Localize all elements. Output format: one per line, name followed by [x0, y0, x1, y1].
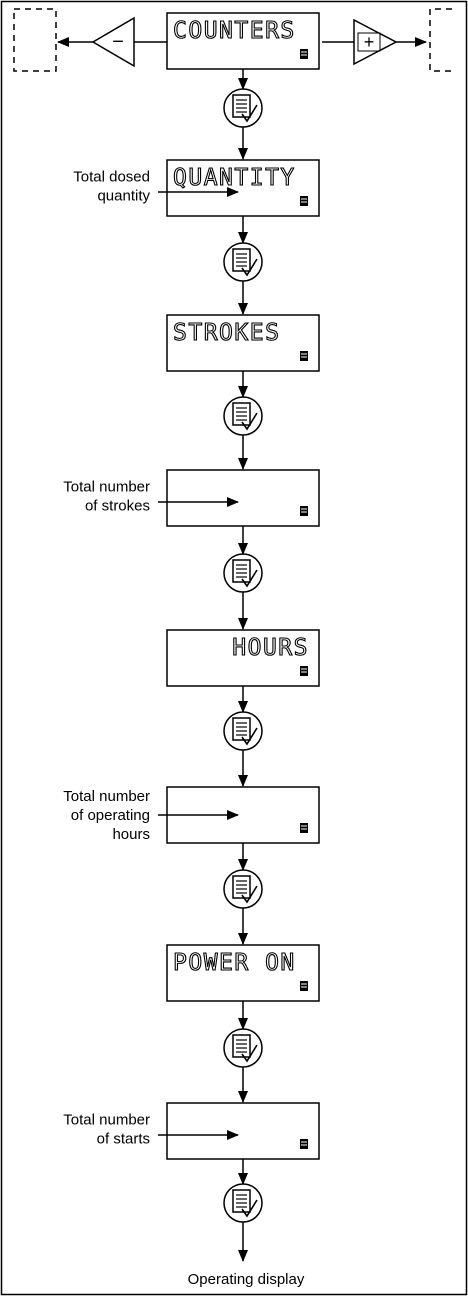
menu-symbol-icon	[300, 196, 308, 206]
lcd-text-quantity: QUANTITY	[173, 165, 296, 191]
lcd-display-starts-value	[166, 1102, 320, 1160]
note-hours-value-line-1: Total number	[63, 788, 150, 805]
confirm-key-icon[interactable]	[223, 869, 263, 909]
lcd-display-counters: COUNTERS	[166, 12, 320, 70]
note-hours-value-line-2: of operating	[71, 807, 150, 824]
note-quantity-line-2: quantity	[97, 188, 150, 205]
confirm-key-icon[interactable]	[223, 711, 263, 751]
confirm-key-icon[interactable]	[223, 396, 263, 436]
next-menu-dashed-box	[429, 8, 452, 72]
menu-symbol-icon	[300, 666, 308, 676]
menu-symbol-icon	[300, 981, 308, 991]
lcd-text-power-on: POWER ON	[173, 950, 296, 976]
previous-menu-dashed-box	[13, 8, 57, 72]
confirm-key-icon[interactable]	[223, 1183, 263, 1223]
menu-symbol-icon	[300, 351, 308, 361]
menu-symbol-icon	[300, 49, 308, 59]
note-hours-value-line-3: hours	[112, 826, 150, 843]
confirm-key-icon[interactable]	[223, 1028, 263, 1068]
lcd-display-strokes: STROKES	[166, 314, 320, 372]
note-starts-value-line-2: of starts	[97, 1131, 150, 1148]
menu-symbol-icon	[300, 506, 308, 516]
lcd-display-strokes-value	[166, 469, 320, 527]
confirm-key-icon[interactable]	[223, 88, 263, 128]
flow-column: COUNTERS QUANTITY Total dosed quantitySTROK…	[63, 12, 320, 1262]
lcd-display-power-on: POWER ON	[166, 944, 320, 1002]
menu-symbol-icon	[300, 1139, 308, 1149]
confirm-key-icon[interactable]	[223, 242, 263, 282]
lcd-display-quantity: QUANTITY	[166, 159, 320, 217]
note-strokes-value-line-2: of strokes	[85, 498, 150, 515]
plus-symbol: +	[364, 32, 375, 52]
nav-row: − +	[13, 8, 452, 72]
menu-symbol-icon	[300, 823, 308, 833]
lcd-display-hours: HOURS	[166, 629, 320, 687]
operating-display-label: Operating display	[188, 1271, 305, 1288]
minus-symbol: −	[112, 31, 124, 53]
note-starts-value-line-1: Total number	[63, 1112, 150, 1129]
lcd-text-counters: COUNTERS	[173, 18, 296, 44]
lcd-text-hours: HOURS	[232, 635, 309, 661]
lcd-text-strokes: STROKES	[173, 320, 280, 346]
plus-key-icon[interactable]: +	[353, 18, 398, 66]
confirm-key-icon[interactable]	[223, 553, 263, 593]
minus-key-icon[interactable]: −	[91, 16, 135, 68]
note-strokes-value-line-1: Total number	[63, 479, 150, 496]
note-quantity-line-1: Total dosed	[73, 169, 150, 186]
